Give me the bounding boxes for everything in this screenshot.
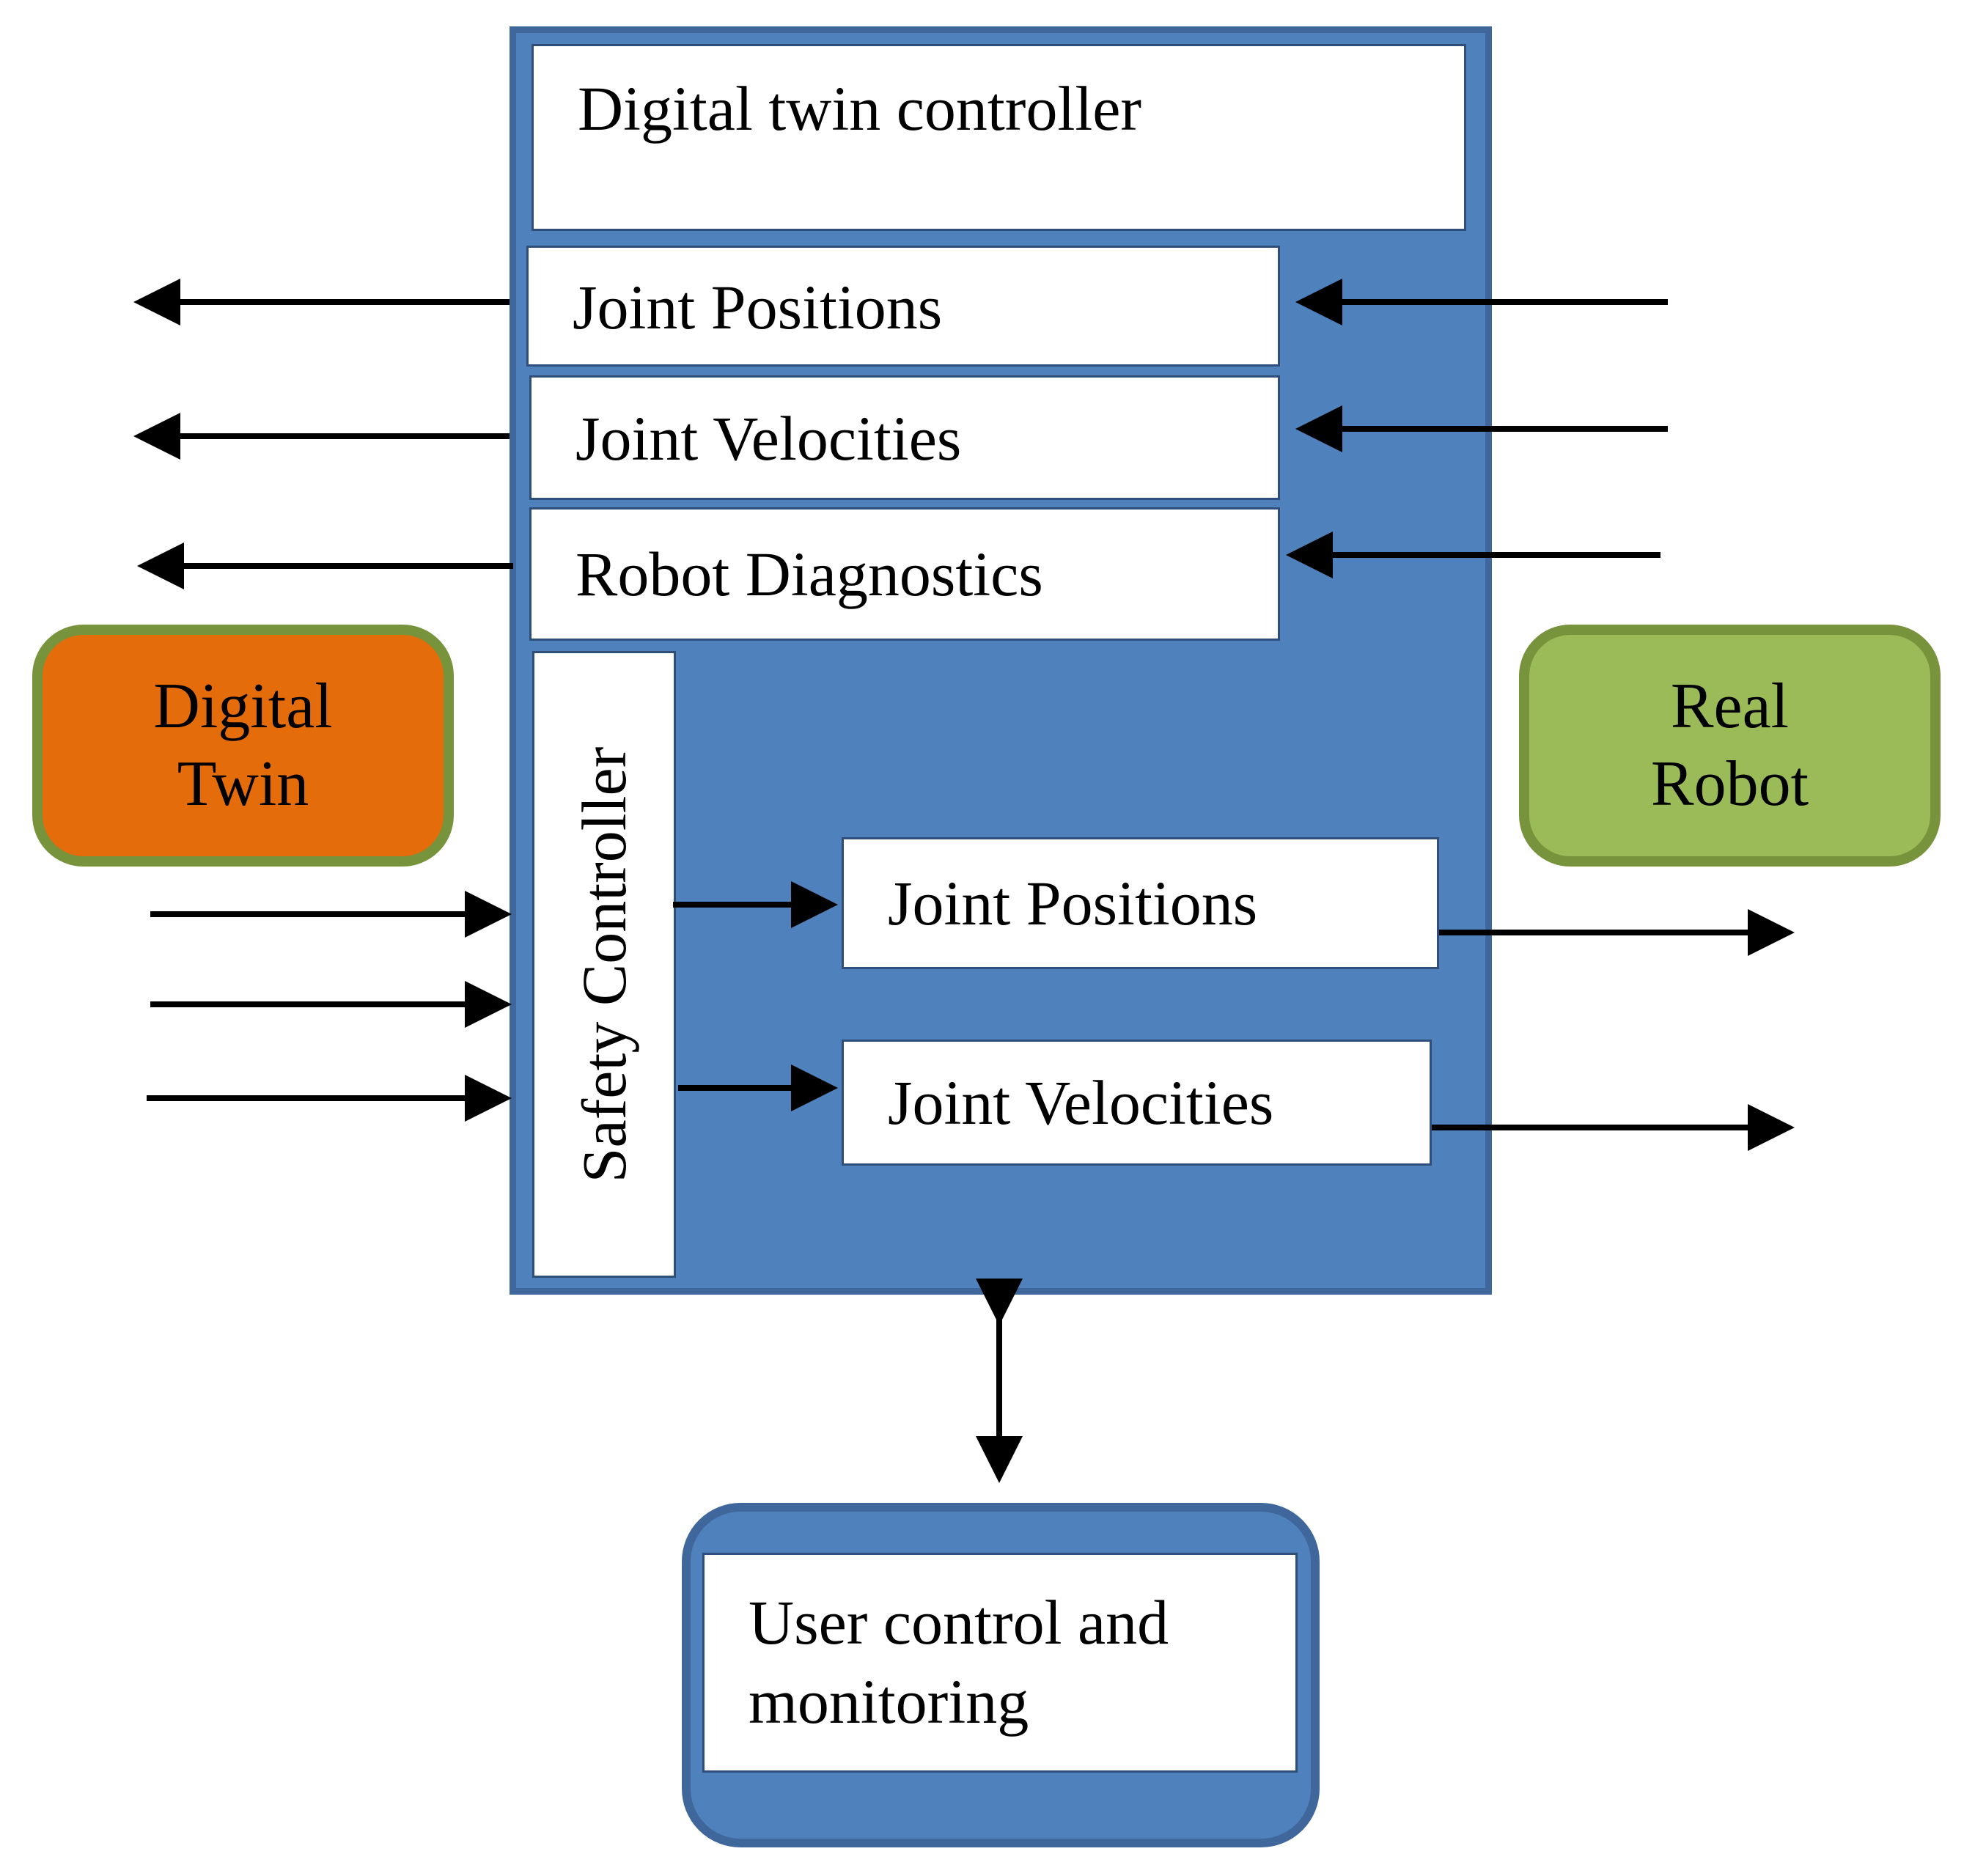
output-joint-positions-label: Joint Positions — [888, 868, 1258, 938]
input-joint-positions-box: Joint Positions — [526, 246, 1280, 367]
digital-twin-label-line1: Digital — [153, 671, 333, 742]
real-robot-label-line1: Real — [1670, 671, 1790, 742]
real-robot-label-line2: Robot — [1650, 748, 1809, 820]
output-joint-velocities-label: Joint Velocities — [888, 1067, 1274, 1138]
controller-title-box: Digital twin controller — [532, 44, 1466, 231]
output-joint-positions-box: Joint Positions — [842, 837, 1439, 969]
input-joint-positions-label: Joint Positions — [573, 272, 943, 342]
output-joint-velocities-box: Joint Velocities — [842, 1040, 1432, 1166]
input-joint-velocities-label: Joint Velocities — [575, 403, 962, 474]
safety-controller-box: Safety Controller — [532, 651, 676, 1278]
user-control-box: User control and monitoring — [702, 1553, 1298, 1773]
controller-title: Digital twin controller — [578, 73, 1142, 144]
real-robot-block: Real Robot — [1519, 625, 1941, 867]
user-control-label-line1: User control and — [749, 1587, 1169, 1658]
input-joint-velocities-box: Joint Velocities — [529, 375, 1280, 500]
user-control-label-line2: monitoring — [749, 1666, 1029, 1737]
digital-twin-block: Digital Twin — [32, 625, 454, 867]
robot-diagnostics-label: Robot Diagnostics — [575, 539, 1043, 609]
digital-twin-label-line2: Twin — [177, 748, 309, 820]
robot-diagnostics-box: Robot Diagnostics — [529, 507, 1280, 641]
